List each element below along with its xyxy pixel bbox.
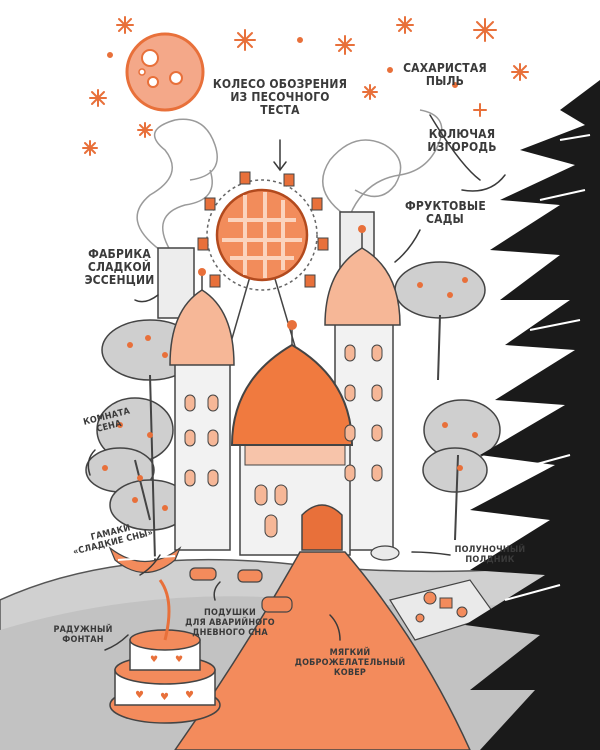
svg-text:♥: ♥: [185, 690, 194, 701]
label-sugar-dust: Сахаристая пыль: [403, 61, 487, 88]
star-icon: [511, 63, 529, 81]
pointer-arrows: [87, 114, 506, 651]
moon-icon: [125, 32, 205, 112]
rainbow-fountain: ♥ ♥ ♥ ♥ ♥: [109, 579, 221, 724]
label-carpet: Мягкий доброжелательный ковер: [294, 648, 406, 678]
castle: [169, 225, 401, 556]
star-icon: [82, 140, 98, 156]
star-icon: [234, 29, 256, 51]
pillows: [189, 567, 293, 613]
hedge-highlights: [504, 134, 591, 601]
star-icon: [89, 89, 107, 107]
prickly-hedge: [465, 80, 600, 750]
star-icon: [362, 84, 378, 100]
label-prickly-hedge: Колючая изгородь: [427, 127, 497, 154]
label-ferris-wheel: Колесо обозрения из песочного теста: [212, 77, 348, 117]
smoke-swirls: [136, 109, 443, 251]
svg-text:♥: ♥: [160, 692, 169, 703]
stars: [82, 16, 529, 156]
svg-text:♥: ♥: [135, 690, 144, 701]
label-sweet-factory: Фабрика сладкой эссенции: [84, 247, 155, 287]
svg-text:♥: ♥: [175, 655, 183, 665]
ferris-wheel: [197, 171, 329, 381]
picnic-blanket: [370, 545, 496, 641]
svg-text:♥: ♥: [150, 655, 158, 665]
carpet: [174, 551, 471, 750]
label-fruit-gardens: Фруктовые сады: [405, 199, 486, 226]
fruit-trees-right: [394, 261, 501, 541]
star-icon: [335, 35, 355, 55]
star-icon: [396, 16, 414, 34]
label-pillows: Подушки для аварийного дневного сна: [185, 608, 275, 638]
star-icon: [473, 18, 497, 42]
label-midnight-snack: Полуночный полдник: [454, 545, 526, 565]
star-icon: [116, 16, 134, 34]
hammock: [108, 546, 182, 573]
star-icon: [137, 122, 153, 138]
label-rainbow-fountain: Радужный фонтан: [53, 625, 113, 645]
star-icon: [473, 103, 487, 117]
